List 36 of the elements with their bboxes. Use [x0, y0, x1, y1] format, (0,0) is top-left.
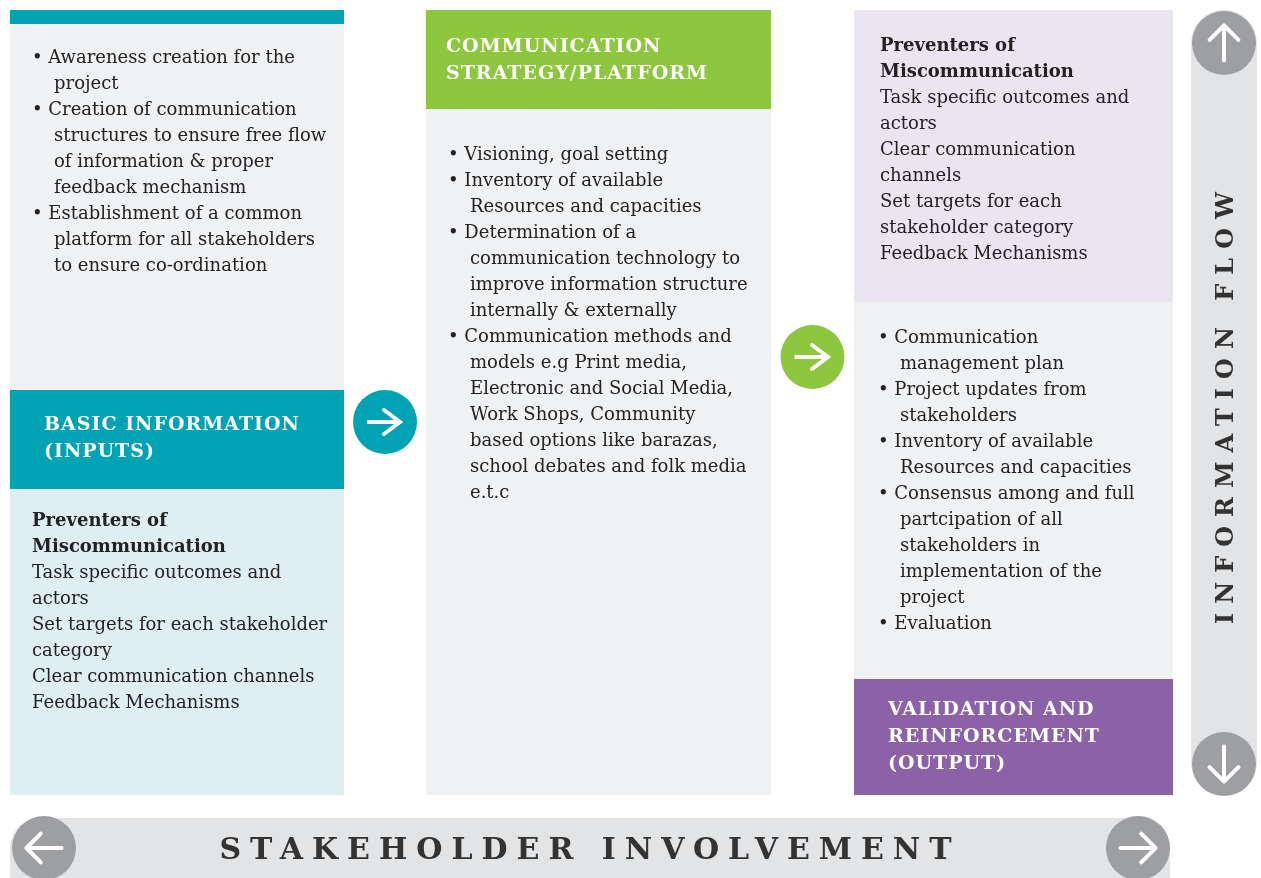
text-panel [854, 302, 1173, 679]
bullet-item: • Visioning, goal setting [448, 142, 670, 166]
bullet-item: • Inventory of available Resources and capacities [448, 168, 703, 218]
panel-heading: Preventers of Miscommunication [32, 508, 227, 558]
panel-heading: Preventers of Miscommunication [880, 33, 1075, 83]
bullet-item: • Creation of communication structures to ensure free flow of information & proper feedback mechanism [32, 97, 328, 199]
text-panel [10, 10, 344, 390]
list-line: Task specific outcomes and actors [880, 85, 1131, 135]
list-line: Set targets for each stakeholder category [880, 189, 1075, 239]
bullet-item: • Determination of a communication technology to improve information structure internally & externally [448, 220, 749, 322]
bullet-item: • Awareness creation for the project [32, 45, 296, 95]
heading-band [426, 10, 771, 109]
list-line: Set targets for each stakeholder category [32, 612, 328, 662]
text-panel [854, 10, 1173, 302]
heading-text: COMMUNICATION STRATEGY/PLATFORM [446, 33, 710, 85]
bottom-bar [10, 818, 1170, 878]
bullet-item: • Establishment of a common platform for all stakeholders to ensure co-ordination [32, 201, 316, 277]
text-panel [426, 109, 771, 795]
list-line: Feedback Mechanisms [32, 690, 241, 714]
bullet-item: • Evaluation [878, 611, 993, 635]
heading-text: VALIDATION AND REINFORCEMENT (OUTPUT) [888, 696, 1101, 775]
text-panel [10, 489, 344, 795]
heading-band [10, 390, 344, 489]
bullet-item: • Inventory of available Resources and capacities [878, 429, 1133, 479]
heading-text: BASIC INFORMATION (INPUTS) [44, 411, 301, 463]
bar-title: INFORMATION FLOW [1209, 182, 1239, 624]
list-line: Clear communication channels [32, 664, 316, 688]
list-line: Feedback Mechanisms [880, 241, 1089, 265]
list-line: Task specific outcomes and actors [32, 560, 283, 610]
bar-title: STAKEHOLDER INVOLVEMENT [219, 830, 961, 866]
heading-band [854, 679, 1173, 795]
bullet-item: • Communication methods and models e.g Print media, Electronic and Social Media, Work Shops, Community based options like barazas, school debates and folk media e.t.c [448, 324, 748, 504]
bullet-item: • Communication management plan [878, 325, 1066, 375]
bullet-item: • Project updates from stakeholders [878, 377, 1088, 427]
list-line: Clear communication channels [880, 137, 1077, 187]
bullet-item: • Consensus among and full partcipation of all stakeholders in implementation of the project [878, 481, 1136, 609]
